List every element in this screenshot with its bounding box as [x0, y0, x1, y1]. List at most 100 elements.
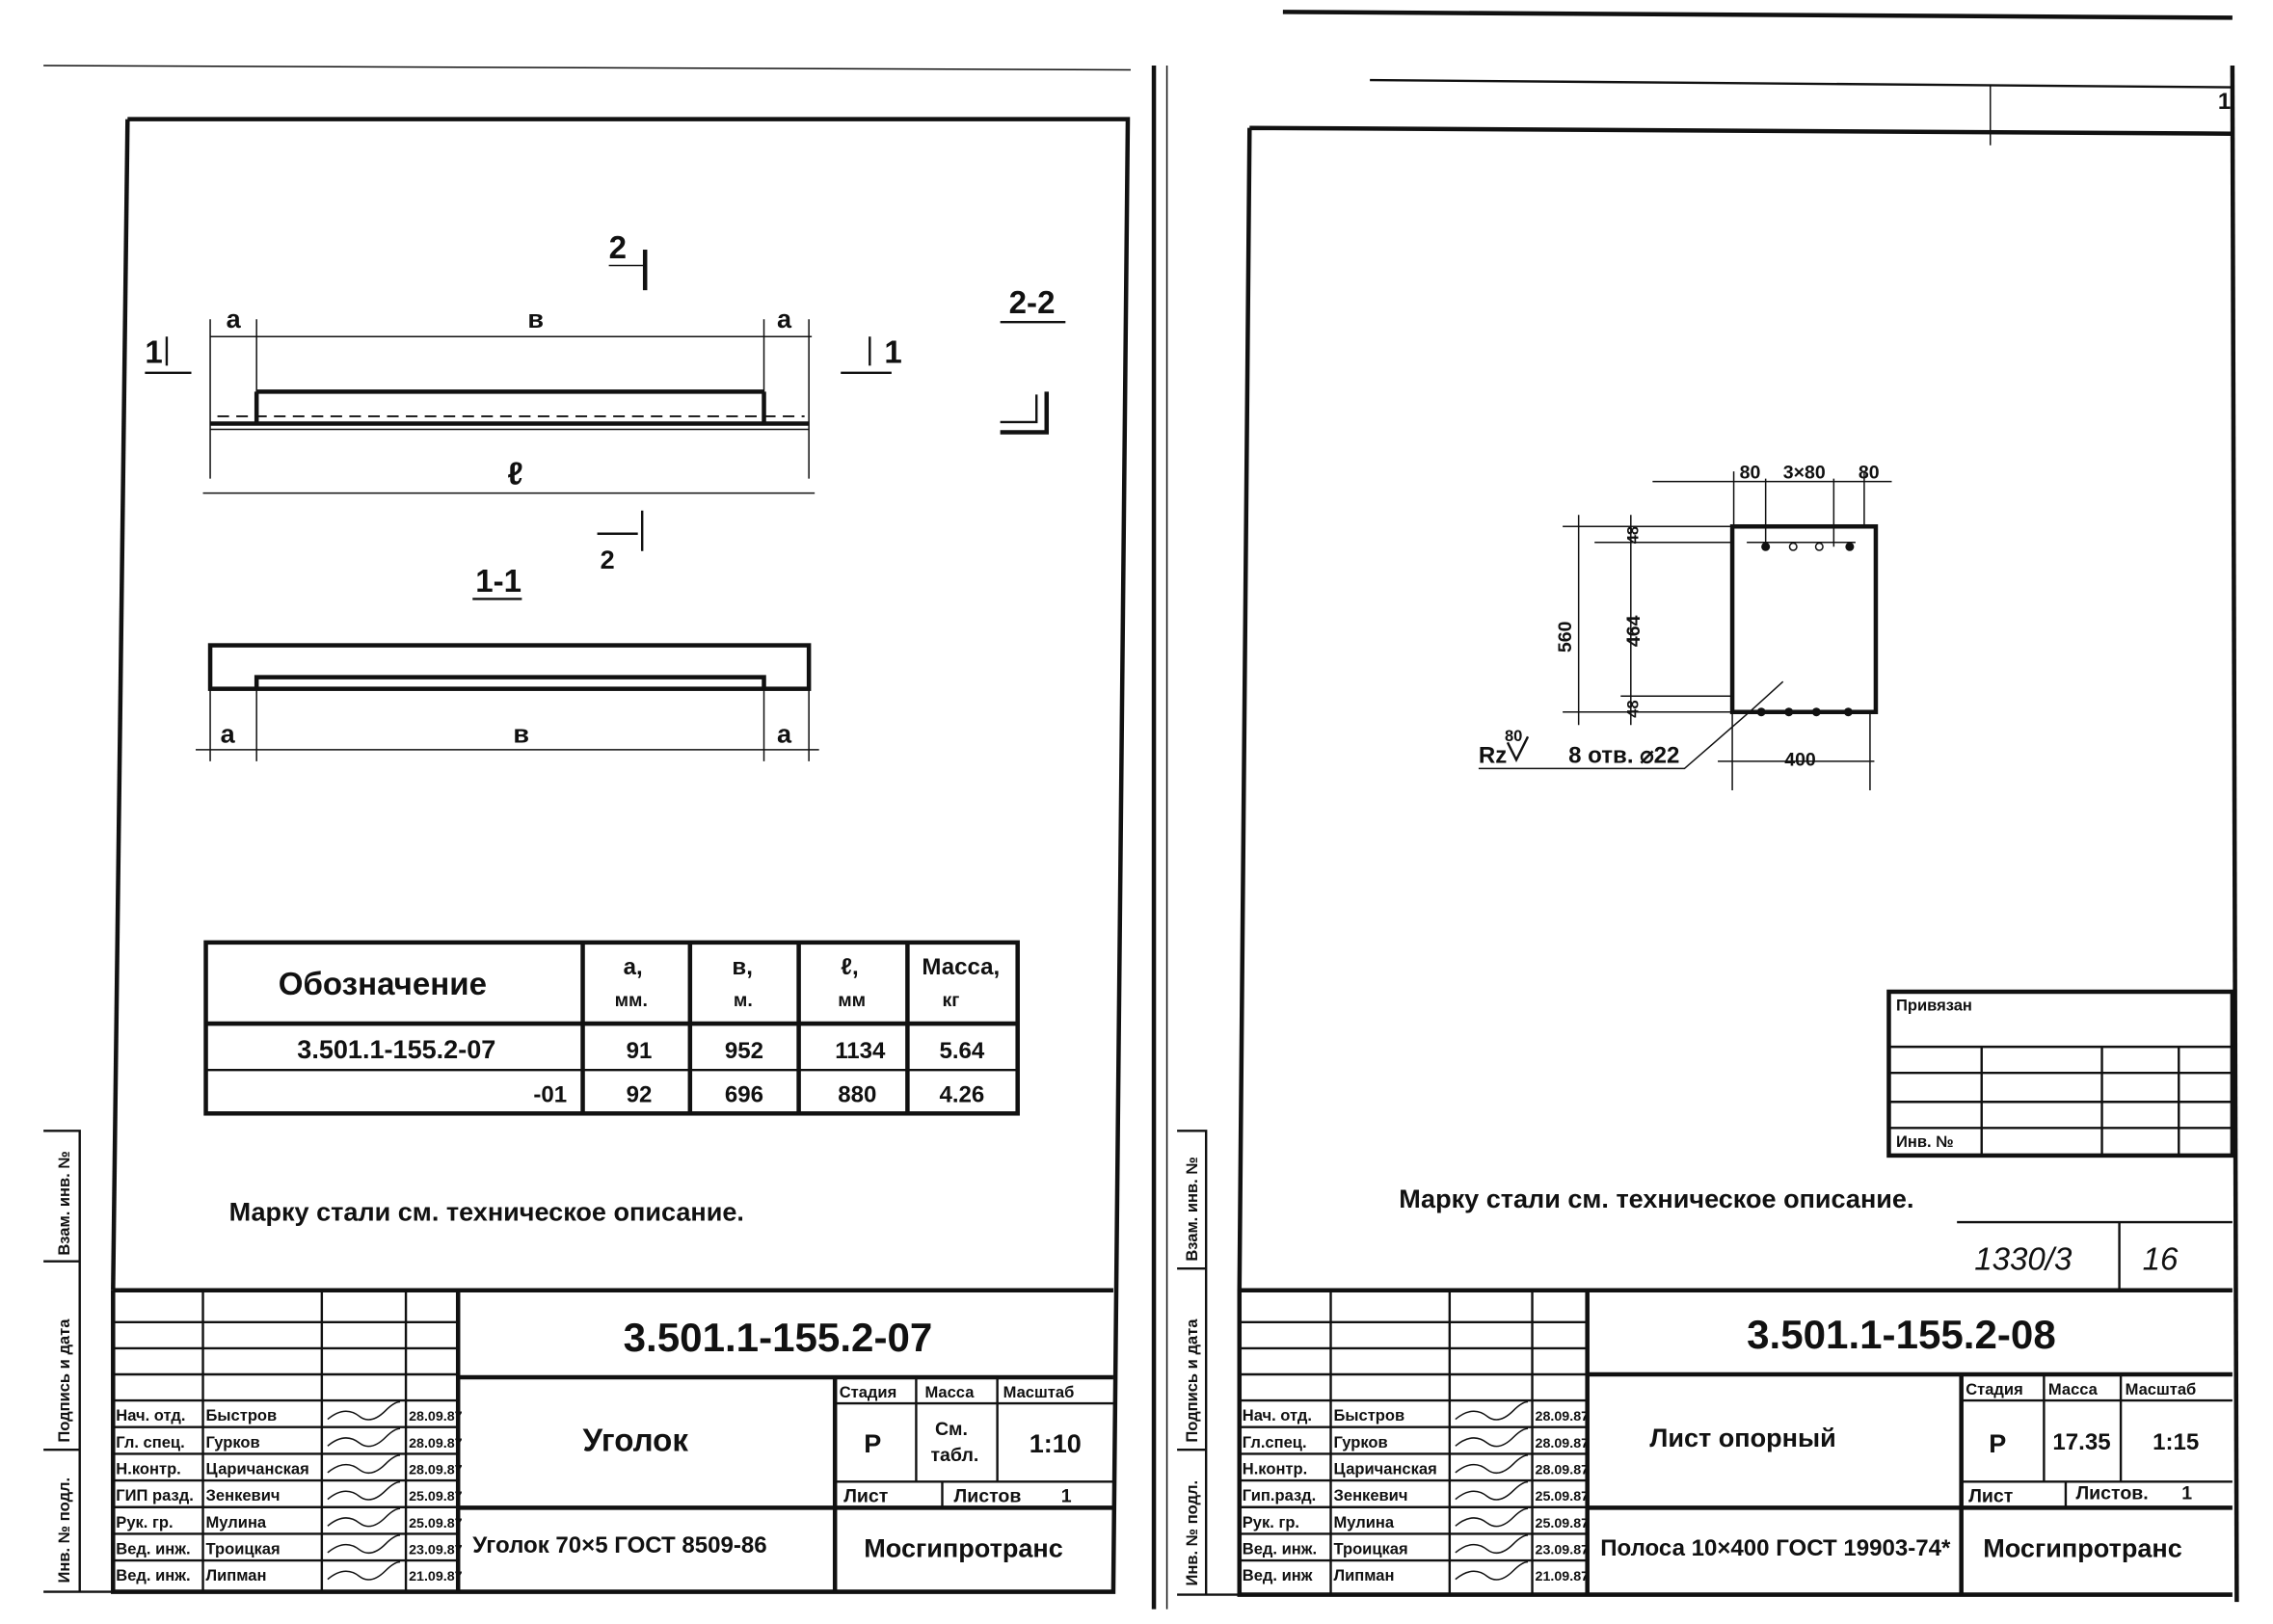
side-strip-right: Инв. № подл. Подпись и дата Взам. инв. №	[1177, 1130, 1240, 1596]
staff-role: Нач. отд.	[116, 1406, 185, 1424]
staff-role: Н.контр.	[1243, 1459, 1307, 1478]
corner-sheet-number: 1	[2218, 89, 2231, 115]
signature	[327, 1480, 401, 1501]
staff-name: Зенкевич	[206, 1486, 281, 1504]
sheets-count: 1	[1061, 1485, 1072, 1506]
staff-role: Рук. гр.	[1243, 1513, 1299, 1531]
staff-date: 25.09.87	[409, 1516, 463, 1531]
cell-designation: -01	[533, 1081, 567, 1107]
privyazan-inv-label: Инв. №	[1896, 1132, 1954, 1151]
vzam-inv-label: Взам. инв. №	[55, 1151, 73, 1255]
cell-l: 880	[838, 1081, 876, 1107]
signature	[327, 1400, 401, 1421]
staff-name: Зенкевич	[1334, 1486, 1408, 1504]
signature	[327, 1427, 401, 1448]
vzam-inv-label: Взам. инв. №	[1183, 1157, 1201, 1261]
signature	[327, 1534, 401, 1555]
staff-name: Троицкая	[1334, 1539, 1408, 1557]
staff-date: 28.09.87	[1536, 1436, 1590, 1451]
stage-value: Р	[864, 1429, 881, 1458]
part-name: Лист опорный	[1649, 1424, 1835, 1452]
title-block-right: 3.501.1-155.2-08 Лист опорный Полоса 10×…	[1239, 1288, 2233, 1595]
signature	[327, 1454, 401, 1475]
staff-date: 23.09.87	[409, 1542, 463, 1557]
section-1-1-view: 1-1 a в a	[196, 564, 819, 761]
staff-row: Гл.спец. Гурков 28.09.87	[1239, 1425, 1590, 1451]
staff-name: Мулина	[206, 1513, 267, 1531]
scale-label: Масштаб	[1003, 1383, 1075, 1401]
staff-date: 25.09.87	[409, 1489, 463, 1504]
section-1-left-mark: 1	[145, 334, 162, 370]
signature	[1455, 1454, 1529, 1475]
staff-name: Гурков	[206, 1433, 260, 1451]
holes-label: 8 отв. ⌀22	[1568, 742, 1679, 768]
archive-sheet: 16	[2143, 1242, 2179, 1278]
mass-value-line1: См.	[935, 1419, 968, 1440]
dim-464: 464	[1623, 615, 1645, 647]
col-header-mass-unit: кг	[942, 990, 959, 1011]
staff-name: Быстров	[1334, 1406, 1405, 1424]
dim-560: 560	[1555, 621, 1576, 652]
staff-date: 23.09.87	[1536, 1542, 1590, 1557]
organization: Мосгипротранс	[864, 1533, 1063, 1562]
material-spec: Полоса 10×400 ГОСТ 19903-74*	[1600, 1535, 1951, 1561]
signature	[327, 1507, 401, 1528]
signature	[1455, 1480, 1529, 1501]
section-1-right-mark: 1	[884, 334, 901, 370]
staff-name: Липман	[206, 1566, 267, 1584]
cell-b: 696	[725, 1081, 763, 1107]
section-2-mark: 2	[609, 230, 627, 266]
dim-b-section: в	[513, 719, 529, 748]
title-block-left: 3.501.1-155.2-07 Уголок Уголок 70×5 ГОСТ…	[113, 1288, 1113, 1592]
archive-number: 1330/3	[1974, 1242, 2072, 1278]
podpis-data-label: Подпись и дата	[55, 1318, 73, 1443]
dim-a-right: a	[777, 305, 792, 333]
dim-48-top: 48	[1623, 526, 1642, 544]
cell-l: 1134	[835, 1038, 886, 1064]
staff-name: Царичанская	[206, 1459, 309, 1478]
sheets-count: 1	[2181, 1482, 2192, 1504]
staff-name: Мулина	[1334, 1513, 1395, 1531]
sheets-label: Листов.	[2075, 1482, 2148, 1504]
doc-number: 3.501.1-155.2-08	[1747, 1312, 2056, 1357]
privyazan-title: Привязан	[1896, 997, 1972, 1015]
staff-name: Гурков	[1334, 1433, 1388, 1451]
section-2-mark-bottom: 2	[601, 546, 615, 574]
col-header-a-unit: мм.	[615, 990, 648, 1011]
angle-plan-view: 2 2-2 1 1 a в a ℓ 2	[145, 230, 1066, 574]
staff-name: Липман	[1334, 1566, 1395, 1584]
cell-mass: 5.64	[939, 1038, 984, 1064]
signature	[1455, 1507, 1529, 1528]
col-header-b: в,	[732, 954, 752, 980]
col-header-l: ℓ,	[841, 954, 858, 980]
staff-date: 21.09.87	[409, 1569, 463, 1584]
part-name: Уголок	[583, 1424, 689, 1459]
support-plate-drawing: 80 3×80 80 48 48 560 464 400 8 отв. ⌀22 …	[1478, 463, 1892, 790]
signature	[1455, 1427, 1529, 1448]
staff-role: ГИП разд.	[116, 1486, 194, 1504]
doc-number: 3.501.1-155.2-07	[624, 1315, 933, 1360]
left-sheet: Инв. № подл. Подпись и дата Взам. инв. №…	[43, 117, 1131, 1594]
staff-date: 25.09.87	[1536, 1516, 1590, 1531]
podpis-data-label: Подпись и дата	[1183, 1318, 1201, 1443]
dim-3x80: 3×80	[1783, 463, 1826, 484]
stage-value: Р	[1989, 1429, 2006, 1458]
staff-role: Гл.спец.	[1243, 1433, 1307, 1451]
staff-name: Троицкая	[206, 1539, 281, 1557]
stage-label: Стадия	[840, 1383, 897, 1401]
staff-role: Гип.разд.	[1243, 1486, 1317, 1504]
right-sheet: Инв. № подл. Подпись и дата Взам. инв. №…	[1177, 125, 2235, 1597]
signature	[1455, 1400, 1529, 1421]
section-2-2-title: 2-2	[1009, 285, 1056, 321]
cell-b: 952	[725, 1038, 763, 1064]
cell-a: 91	[627, 1038, 653, 1064]
col-header-mass: Масса,	[922, 954, 1000, 980]
sheet-label: Лист	[843, 1485, 889, 1506]
cell-a: 92	[627, 1081, 653, 1107]
